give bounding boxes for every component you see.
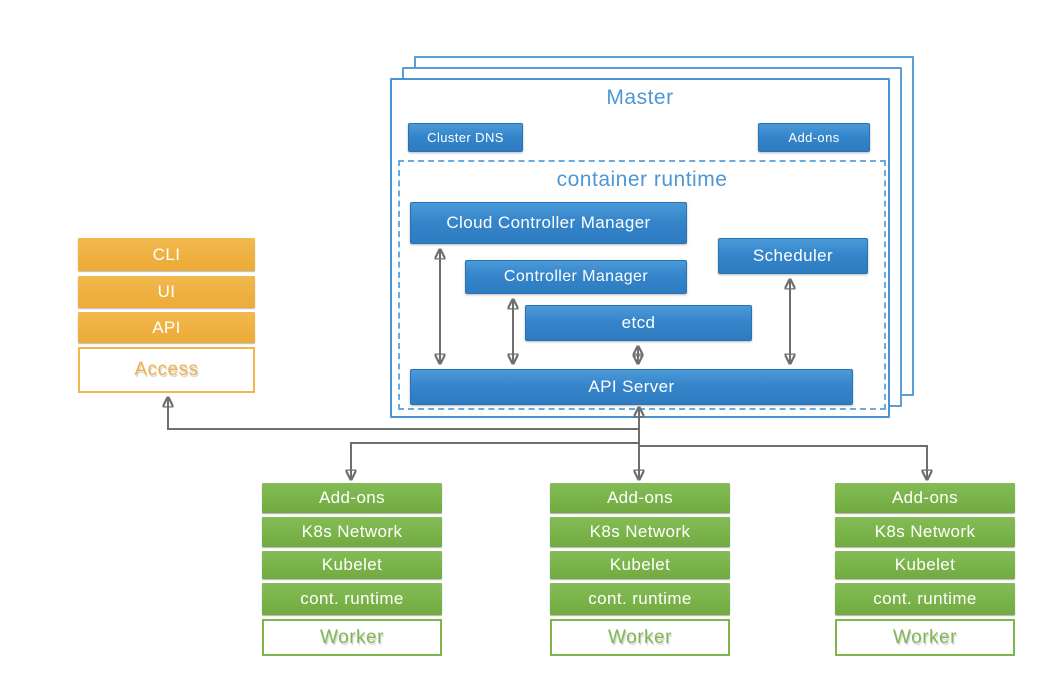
arrow-api-server-to-worker-3 — [639, 445, 927, 479]
worker2-row-kubelet: Kubelet — [550, 551, 730, 579]
worker2-base-box: Worker — [550, 619, 730, 656]
worker1-row-cont-runtime: cont. runtime — [262, 583, 442, 615]
controller-manager-box: Controller Manager — [465, 260, 687, 294]
scheduler-box: Scheduler — [718, 238, 868, 274]
worker2-row-k8s-network: K8s Network — [550, 517, 730, 547]
worker3-row-addons: Add-ons — [835, 483, 1015, 513]
cloud-controller-manager-box: Cloud Controller Manager — [410, 202, 687, 244]
worker3-row-kubelet: Kubelet — [835, 551, 1015, 579]
worker3-base-box: Worker — [835, 619, 1015, 656]
master-title: Master — [606, 86, 674, 109]
access-item-api: API — [78, 312, 255, 343]
master-addons-box: Add-ons — [758, 123, 870, 152]
arrow-api-server-to-worker-1 — [351, 442, 639, 479]
worker3-row-cont-runtime: cont. runtime — [835, 583, 1015, 615]
container-runtime-title: container runtime — [556, 168, 728, 191]
worker2-row-cont-runtime: cont. runtime — [550, 583, 730, 615]
cluster-dns-box: Cluster DNS — [408, 123, 523, 152]
worker2-row-addons: Add-ons — [550, 483, 730, 513]
worker1-base-box: Worker — [262, 619, 442, 656]
worker3-row-k8s-network: K8s Network — [835, 517, 1015, 547]
access-item-ui: UI — [78, 276, 255, 308]
access-item-cli: CLI — [78, 238, 255, 271]
access-base-box: Access — [78, 347, 255, 393]
worker1-row-kubelet: Kubelet — [262, 551, 442, 579]
worker1-row-addons: Add-ons — [262, 483, 442, 513]
api-server-box: API Server — [410, 369, 853, 405]
worker1-row-k8s-network: K8s Network — [262, 517, 442, 547]
etcd-box: etcd — [525, 305, 752, 341]
